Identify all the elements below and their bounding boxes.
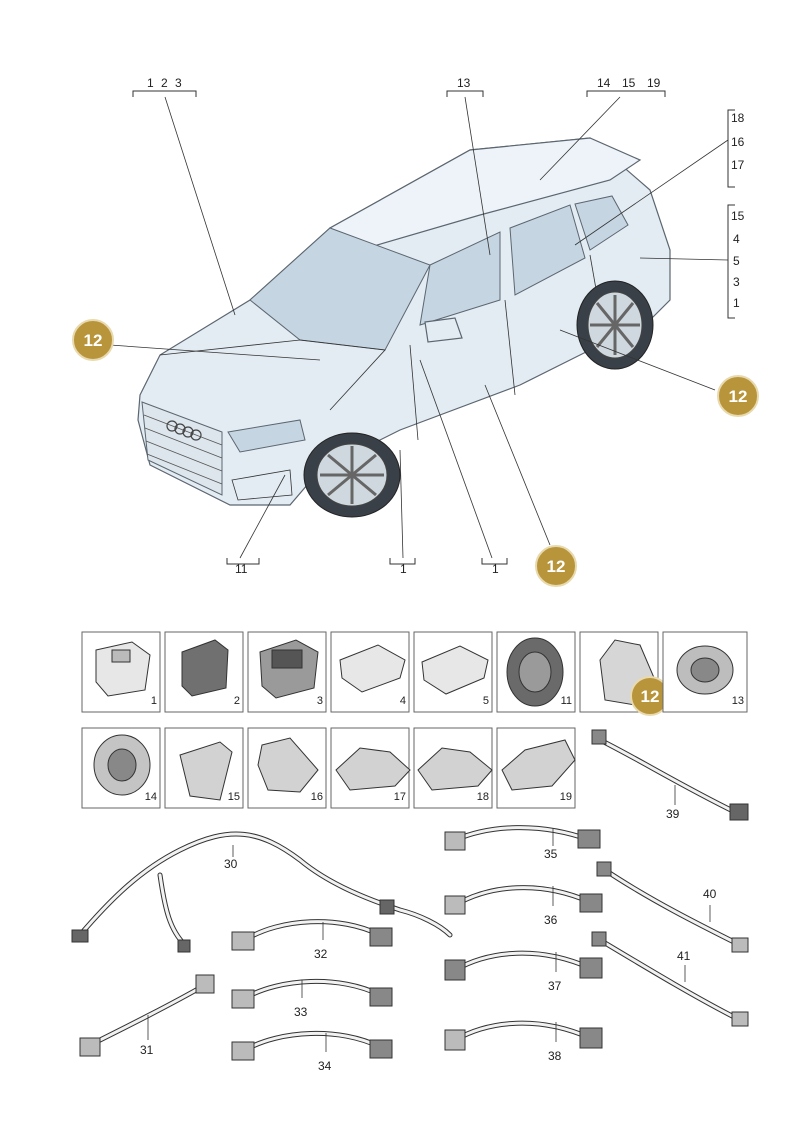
harness-41: 41 (591, 931, 749, 1027)
component-cell-4: 4 (330, 631, 410, 713)
component-cell-13: 13 (662, 631, 748, 713)
component-cell-19: 19 (496, 727, 576, 809)
svg-text:16: 16 (311, 791, 323, 803)
label-37: 37 (548, 979, 562, 993)
label-group-15-4-5-3-1: 15 4 5 3 1 (727, 204, 745, 319)
label-3b: 3 (733, 275, 740, 289)
label-5: 5 (733, 254, 740, 268)
harness-32: 32 (231, 919, 393, 961)
leader-lines (109, 96, 729, 559)
harness-40: 40 (596, 861, 749, 953)
label-38: 38 (548, 1049, 562, 1063)
callout-12-bottom: 12 (535, 545, 577, 587)
callout-12-right: 12 (717, 375, 759, 417)
component-cell-11: 11 (496, 631, 576, 713)
harness-36: 36 (444, 885, 603, 927)
svg-text:12: 12 (729, 387, 748, 406)
component-cell-2: 2 (164, 631, 244, 713)
svg-text:12: 12 (84, 331, 103, 350)
label-15b: 15 (731, 209, 745, 223)
svg-text:14: 14 (145, 791, 157, 803)
label-3: 3 (175, 76, 182, 90)
label-11: 11 (235, 562, 248, 576)
label-group-14-15-19: 14 15 19 (586, 76, 666, 97)
car-illustration (137, 137, 671, 518)
label-17: 17 (731, 158, 745, 172)
harness-30: 30 (71, 831, 453, 953)
label-32: 32 (314, 947, 328, 961)
component-cell-1: 1 (81, 631, 161, 713)
label-33: 33 (294, 1005, 308, 1019)
harness-37: 37 (444, 950, 603, 993)
callout-12-grid: 12 (641, 687, 660, 706)
component-cell-18: 18 (413, 727, 493, 809)
label-36: 36 (544, 913, 558, 927)
harness-39: 39 (591, 729, 749, 821)
label-group-18-16-17: 18 16 17 (727, 109, 745, 188)
component-cell-17: 17 (330, 727, 411, 809)
svg-text:17: 17 (394, 791, 406, 803)
label-14: 14 (597, 76, 611, 90)
label-1b: 1 (733, 296, 740, 310)
label-1: 1 (147, 76, 154, 90)
label-40: 40 (703, 887, 717, 901)
label-1c: 1 (400, 562, 407, 576)
harness-33: 33 (231, 978, 393, 1019)
component-cell-5: 5 (413, 631, 493, 713)
label-group-1-2-3: 1 2 3 (132, 76, 197, 97)
svg-text:1: 1 (151, 695, 157, 707)
label-30: 30 (224, 857, 238, 871)
svg-text:19: 19 (560, 791, 572, 803)
component-cell-16: 16 (247, 727, 327, 809)
harness-31: 31 (79, 974, 215, 1057)
component-cell-12: 12 (579, 631, 670, 716)
callout-12-left: 12 (72, 319, 114, 361)
svg-text:12: 12 (547, 557, 566, 576)
svg-text:13: 13 (732, 695, 744, 707)
harness-34: 34 (231, 1030, 393, 1073)
label-35: 35 (544, 847, 558, 861)
label-41: 41 (677, 949, 691, 963)
label-34: 34 (318, 1059, 332, 1073)
component-cell-15: 15 (164, 727, 244, 809)
label-18: 18 (731, 111, 745, 125)
label-group-11: 11 (226, 558, 260, 576)
label-2: 2 (161, 76, 168, 90)
harness-35: 35 (444, 825, 601, 861)
component-cell-3: 3 (247, 631, 327, 713)
component-grid: 1 2 3 4 5 11 (81, 631, 748, 809)
component-cell-14: 14 (81, 727, 161, 809)
label-group-1-a: 1 (389, 558, 416, 576)
svg-text:3: 3 (317, 695, 323, 707)
label-13: 13 (457, 76, 471, 90)
svg-text:18: 18 (477, 791, 489, 803)
label-31: 31 (140, 1043, 154, 1057)
label-39: 39 (666, 807, 680, 821)
svg-text:2: 2 (234, 695, 240, 707)
svg-text:5: 5 (483, 695, 489, 707)
label-group-1-b: 1 (481, 558, 508, 576)
label-1d: 1 (492, 562, 499, 576)
svg-text:15: 15 (228, 791, 240, 803)
label-19: 19 (647, 76, 661, 90)
label-4: 4 (733, 232, 740, 246)
label-group-13: 13 (446, 76, 484, 97)
label-16: 16 (731, 135, 745, 149)
label-15: 15 (622, 76, 636, 90)
harness-38: 38 (444, 1020, 603, 1063)
svg-text:4: 4 (400, 695, 406, 707)
svg-text:11: 11 (561, 695, 572, 707)
